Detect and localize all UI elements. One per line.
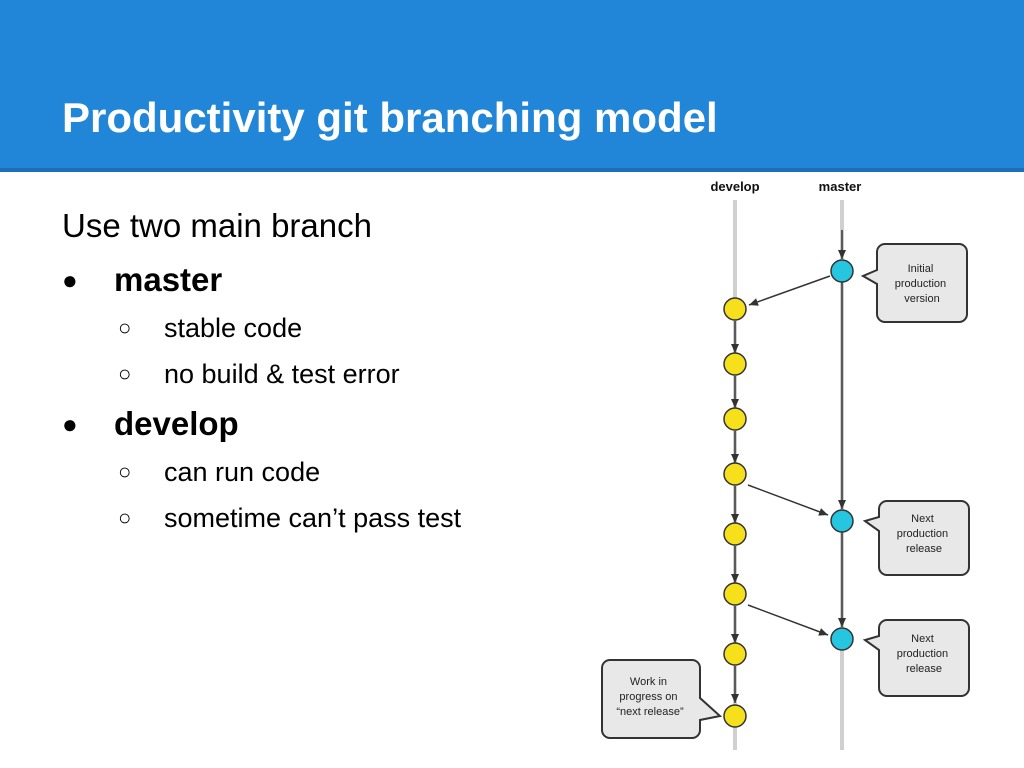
- bullet-label: develop: [114, 405, 239, 442]
- slide-content: Use two main branch ● master ○ stable co…: [62, 206, 582, 548]
- callout-line: production: [897, 528, 948, 540]
- callout-line: progress on: [619, 691, 677, 703]
- bullet-dot-icon: ●: [62, 265, 78, 295]
- sub-bullet-label: no build & test error: [164, 359, 400, 389]
- callout-line: production: [897, 648, 948, 660]
- develop-commit: [723, 522, 747, 546]
- develop-commit: [723, 462, 747, 486]
- master-column-label: master: [819, 179, 862, 194]
- bullet-master: ● master: [62, 260, 582, 300]
- merge-arrow: [747, 604, 829, 636]
- sub-bullet: ○ stable code: [62, 312, 582, 344]
- bullet-circle-icon: ○: [118, 361, 132, 386]
- callout-line: “next release”: [616, 706, 684, 718]
- develop-column-label: develop: [710, 179, 759, 194]
- develop-commit: [723, 352, 747, 376]
- bullet-dot-icon: ●: [62, 409, 78, 439]
- callout-next-release: Next production release: [862, 500, 970, 576]
- svg-text:Work in progress on: Work in progress on “next release”: [616, 676, 684, 718]
- callout-line: Next: [911, 513, 934, 525]
- develop-commit: [723, 704, 747, 728]
- bullet-circle-icon: ○: [118, 459, 132, 484]
- bullet-develop: ● develop: [62, 404, 582, 444]
- title-bar: [0, 0, 1024, 168]
- callout-line: Next: [911, 633, 934, 645]
- develop-commit: [723, 297, 747, 321]
- branching-diagram: develop master Initial production versio…: [601, 179, 970, 750]
- branch-arrow: [748, 275, 831, 306]
- merge-arrow: [747, 484, 829, 516]
- callout-line: version: [904, 293, 939, 305]
- callout-line: production: [895, 278, 946, 290]
- svg-text:Next production re: Next production release: [897, 633, 951, 675]
- callout-line: release: [906, 663, 942, 675]
- slide-title: Productivity git branching model: [62, 94, 718, 141]
- bullet-label: master: [114, 261, 223, 298]
- master-commit: [830, 627, 854, 651]
- sub-bullet-label: sometime can’t pass test: [164, 503, 462, 533]
- bullet-circle-icon: ○: [118, 505, 132, 530]
- svg-text:Initial production: Initial production version: [895, 263, 949, 305]
- title-bar-shadow: [0, 168, 1024, 172]
- callout-work-in-progress: Work in progress on “next release”: [601, 659, 723, 739]
- callout-next-release: Next production release: [862, 619, 970, 697]
- callout-line: Work in: [630, 676, 667, 688]
- svg-text:Next production re: Next production release: [897, 513, 951, 555]
- sub-bullet: ○ sometime can’t pass test: [62, 502, 582, 534]
- sub-bullet-label: can run code: [164, 457, 321, 487]
- develop-commit: [723, 407, 747, 431]
- bullet-circle-icon: ○: [118, 315, 132, 340]
- callout-line: release: [906, 543, 942, 555]
- sub-bullet: ○ no build & test error: [62, 358, 582, 390]
- master-commit: [830, 509, 854, 533]
- develop-commit: [723, 642, 747, 666]
- sub-bullet-label: stable code: [164, 313, 303, 343]
- sub-bullet: ○ can run code: [62, 456, 582, 488]
- develop-commit: [723, 582, 747, 606]
- callout-initial-production: Initial production version: [860, 243, 968, 323]
- callout-line: Initial: [908, 263, 934, 275]
- intro-text: Use two main branch: [62, 207, 372, 244]
- master-commit: [830, 259, 854, 283]
